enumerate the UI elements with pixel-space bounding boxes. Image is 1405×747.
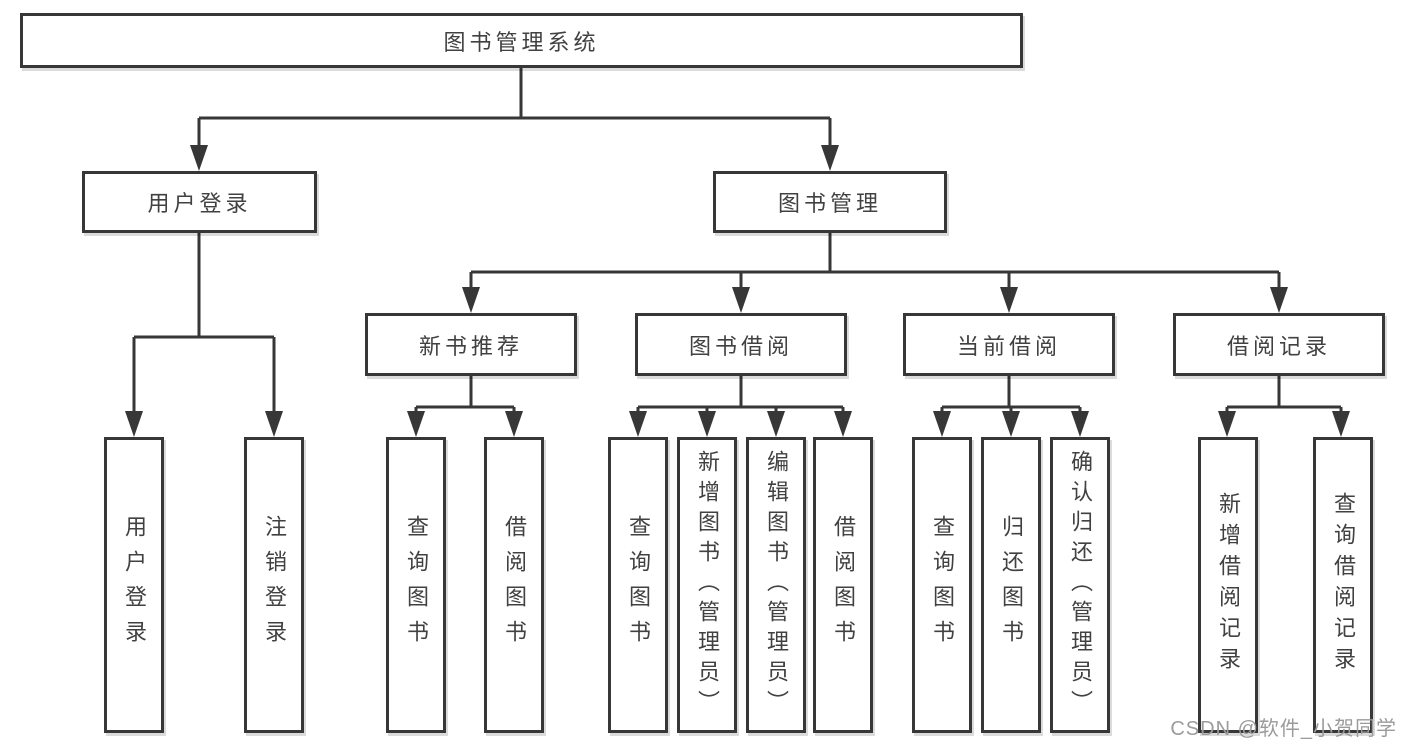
leaf-query-books: 查询图书 (912, 437, 972, 733)
leaf-add-books-admin: 新增图书（管理员） (677, 437, 737, 733)
node-borrowing-records: 借阅记录 (1173, 313, 1385, 376)
leaf-edit-books-admin: 编辑图书（管理员） (746, 437, 806, 733)
leaf-label: 用户登录 (122, 515, 147, 655)
leaf-query-books: 查询图书 (608, 437, 668, 733)
arrow-down-icon (821, 145, 839, 171)
leaf-label: 借阅图书 (502, 515, 527, 655)
leaf-query-borrow-record: 查询借阅记录 (1313, 437, 1373, 733)
leaf-label: 查询图书 (404, 515, 429, 655)
node-new-book-recommendation: 新书推荐 (365, 313, 577, 376)
arrow-down-icon (125, 411, 143, 437)
leaf-logout: 注销登录 (244, 437, 304, 733)
arrow-down-icon (834, 411, 852, 437)
leaf-label: 新增借阅记录 (1216, 492, 1241, 678)
node-label: 借阅记录 (1226, 333, 1331, 359)
node-library-management-system: 图书管理系统 (20, 13, 1023, 68)
leaf-borrow-books: 借阅图书 (484, 437, 544, 733)
leaf-label: 查询借阅记录 (1331, 492, 1356, 678)
arrow-down-icon (505, 411, 523, 437)
node-book-management: 图书管理 (713, 171, 947, 233)
node-user-login: 用户登录 (82, 171, 317, 233)
arrow-down-icon (1071, 411, 1089, 437)
node-current-borrowing: 当前借阅 (903, 313, 1115, 376)
arrow-down-icon (1218, 411, 1236, 437)
node-label: 图书管理系统 (443, 29, 600, 55)
arrowheads (125, 145, 1350, 437)
arrow-down-icon (629, 411, 647, 437)
watermark: CSDN @软件_小贺同学 (1170, 718, 1397, 740)
node-label: 图书管理 (777, 191, 882, 216)
leaf-add-borrow-record: 新增借阅记录 (1198, 437, 1258, 733)
leaf-query-books: 查询图书 (386, 437, 446, 733)
arrow-down-icon (732, 287, 750, 313)
node-label: 用户登录 (147, 191, 252, 216)
arrow-down-icon (1332, 411, 1350, 437)
arrow-down-icon (1000, 287, 1018, 313)
arrow-down-icon (407, 411, 425, 437)
leaf-label: 借阅图书 (831, 515, 856, 655)
arrow-down-icon (462, 287, 480, 313)
leaf-label: 编辑图书（管理员） (764, 450, 789, 720)
arrow-down-icon (1270, 287, 1288, 313)
leaf-label: 查询图书 (626, 515, 651, 655)
arrow-down-icon (190, 145, 208, 171)
arrow-down-icon (767, 411, 785, 437)
arrow-down-icon (265, 411, 283, 437)
leaf-confirm-return-admin: 确认归还（管理员） (1050, 437, 1110, 733)
node-label: 新书推荐 (418, 333, 523, 359)
arrow-down-icon (698, 411, 716, 437)
leaf-label: 查询图书 (930, 515, 955, 655)
leaf-label: 归还图书 (999, 515, 1024, 655)
arrow-down-icon (1002, 411, 1020, 437)
leaf-borrow-books: 借阅图书 (813, 437, 873, 733)
node-label: 当前借阅 (956, 333, 1061, 359)
node-book-borrowing: 图书借阅 (635, 313, 847, 376)
leaf-user-login: 用户登录 (104, 437, 164, 733)
leaf-label: 确认归还（管理员） (1068, 450, 1093, 720)
arrow-down-icon (933, 411, 951, 437)
node-label: 图书借阅 (688, 333, 793, 359)
leaf-label: 新增图书（管理员） (695, 450, 720, 720)
leaf-label: 注销登录 (262, 515, 287, 655)
leaf-return-books: 归还图书 (981, 437, 1041, 733)
connector-segments (132, 68, 1343, 415)
